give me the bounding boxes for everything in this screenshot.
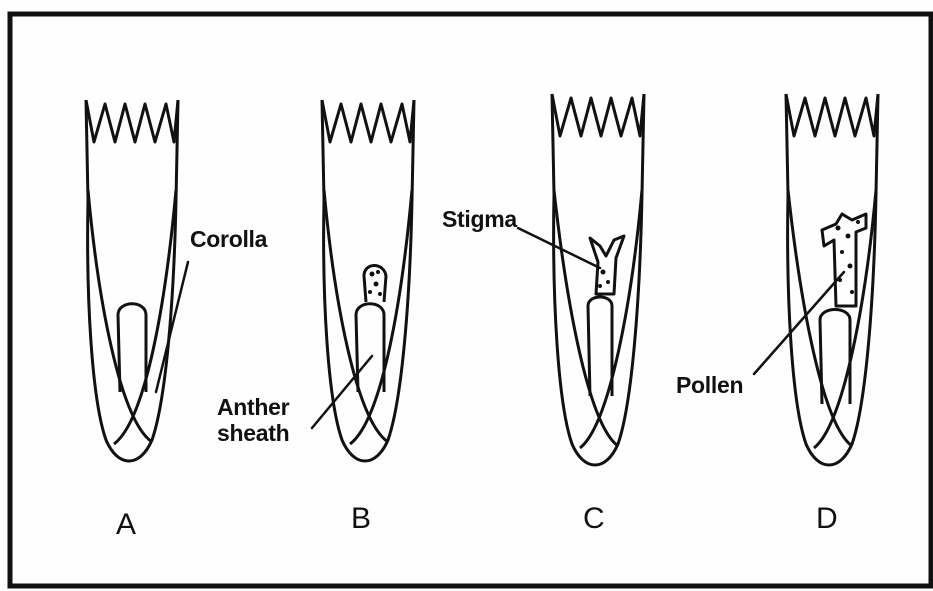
anther-sheath-label-line2: sheath: [217, 420, 289, 446]
figure-border: [10, 14, 931, 586]
anther-sheath-label-line1: Anther: [217, 394, 289, 420]
floret-b: [322, 100, 414, 461]
floret-a-corolla-teeth: [86, 100, 178, 142]
panel-label-b: B: [351, 503, 371, 535]
pollen-leader-line: [754, 272, 844, 374]
floret-a-anther: [118, 304, 146, 392]
pollen-label: Pollen: [676, 372, 743, 398]
corolla-label: Corolla: [190, 226, 267, 252]
floret-a: [86, 100, 178, 461]
floret-b-corolla-teeth: [322, 100, 414, 142]
panel-label-c: C: [583, 503, 605, 535]
panel-label-d: D: [816, 503, 838, 535]
panel-label-a: A: [116, 509, 136, 541]
floret-c-anther: [588, 297, 612, 396]
floret-b-glume-right: [350, 190, 412, 444]
floret-d-stigma-with-pollen: [822, 214, 866, 306]
floret-d: [786, 94, 878, 465]
floret-b-anther: [356, 304, 384, 392]
floret-c: [552, 94, 644, 465]
floret-c-corolla-teeth: [552, 94, 644, 136]
floret-d-corolla-teeth: [786, 94, 878, 136]
anther-sheath-leader-line: [312, 356, 372, 428]
stigma-label: Stigma: [442, 206, 517, 232]
